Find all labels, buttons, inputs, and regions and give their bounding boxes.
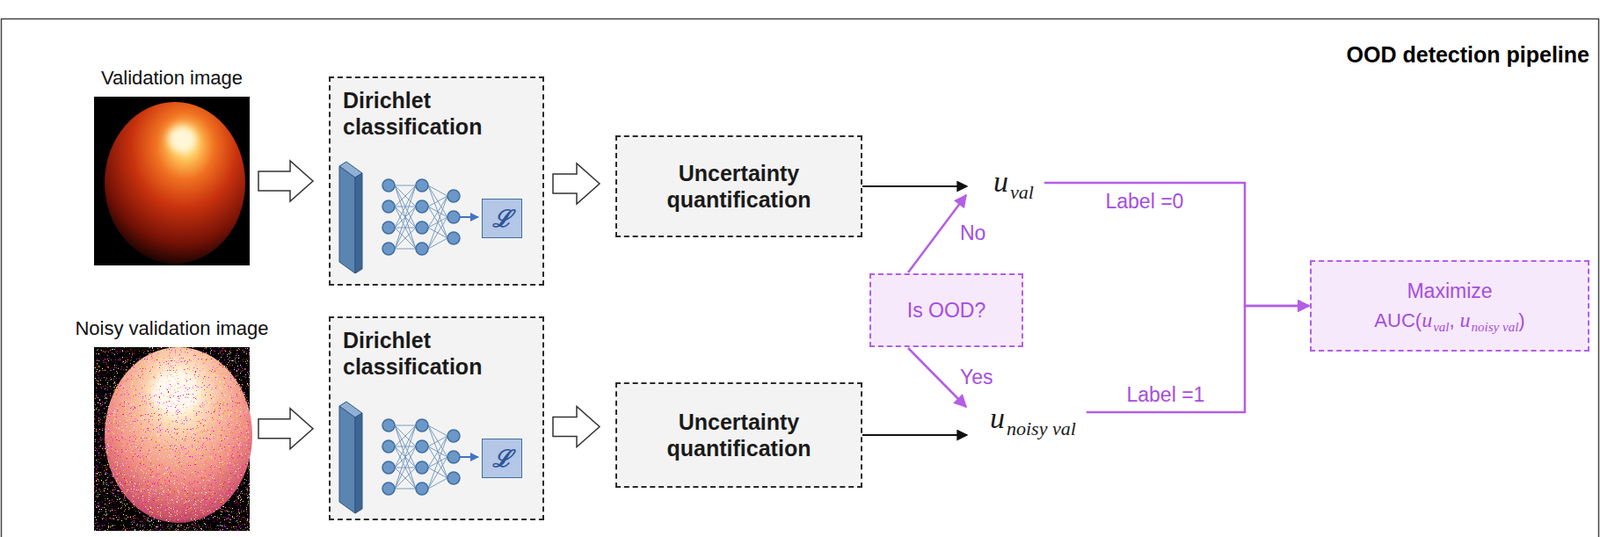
node-label: val bbox=[1010, 181, 1034, 204]
formula-line: AUC(uval,unoisy val) bbox=[1374, 308, 1525, 333]
edge-label: Yes bbox=[958, 365, 996, 391]
loss-box: ℒ bbox=[481, 438, 523, 479]
decision-box: Is OOD? bbox=[869, 273, 1024, 348]
process-box: Uncertainty quantification bbox=[615, 382, 863, 488]
node-label: Uncertainty quantification bbox=[629, 160, 849, 213]
block-arrow bbox=[552, 163, 600, 204]
block-arrow bbox=[258, 160, 313, 202]
noisy-fundus-photo bbox=[94, 347, 250, 531]
classifier-box: Dirichlet classificationℒ bbox=[328, 316, 545, 521]
flow-arrow bbox=[1044, 182, 1310, 306]
node-label: , bbox=[1448, 309, 1455, 332]
node-label: noisy val bbox=[1471, 320, 1520, 335]
node-label: AUC( bbox=[1374, 309, 1422, 332]
node-label: ) bbox=[1518, 309, 1525, 332]
classifier-box: Dirichlet classificationℒ bbox=[328, 76, 545, 286]
edge-label: Label =0 bbox=[1104, 189, 1186, 215]
node-label: u bbox=[1460, 308, 1471, 332]
input-image: Validation image bbox=[94, 96, 250, 266]
node-label: Is OOD? bbox=[907, 298, 986, 323]
flow-arrow bbox=[862, 434, 968, 437]
node-label: Maximize bbox=[1406, 279, 1492, 304]
node-label: val bbox=[1432, 320, 1449, 335]
score-node: unoisy val bbox=[967, 400, 1087, 439]
block-arrow bbox=[552, 407, 600, 448]
node-label: Noisy validation image bbox=[74, 317, 269, 341]
node-label: ℒ bbox=[492, 206, 512, 231]
fundus-photo bbox=[94, 96, 250, 266]
edge-label: Label =1 bbox=[1124, 383, 1207, 408]
edge-label: No bbox=[958, 221, 988, 247]
node-label: noisy val bbox=[1006, 417, 1077, 440]
node-label: ℒ bbox=[492, 446, 512, 471]
objective-box: MaximizeAUC(uval,unoisy val) bbox=[1309, 260, 1590, 352]
input-image: Noisy validation image bbox=[94, 347, 250, 531]
node-label: u bbox=[1421, 308, 1433, 332]
node-label: Dirichlet classification bbox=[342, 87, 524, 140]
node-label: u bbox=[993, 165, 1009, 198]
node-label: Dirichlet classification bbox=[342, 327, 524, 380]
flow-arrow bbox=[1086, 305, 1310, 413]
block-arrow bbox=[258, 408, 313, 450]
loss-box: ℒ bbox=[481, 198, 523, 239]
panel-title: OOD detection pipeline bbox=[1346, 42, 1590, 68]
score-node: uval bbox=[967, 163, 1045, 203]
panel-frame bbox=[1, 19, 1600, 537]
node-label: Validation image bbox=[101, 66, 243, 90]
node-label: Uncertainty quantification bbox=[629, 408, 849, 462]
flow-arrow bbox=[862, 185, 968, 188]
process-box: Uncertainty quantification bbox=[615, 135, 863, 238]
node-label: u bbox=[989, 401, 1005, 435]
